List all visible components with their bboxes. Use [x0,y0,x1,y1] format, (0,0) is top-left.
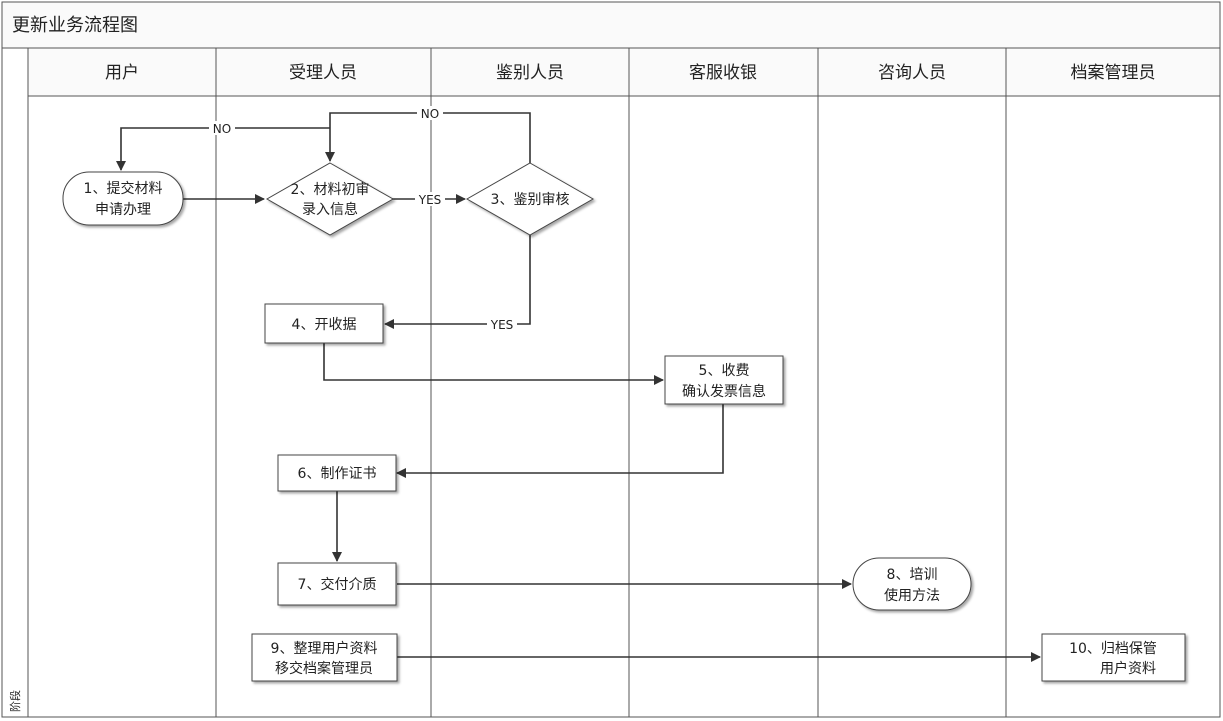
node-shape [277,454,397,492]
node-label-line: 3、鉴别审核 [491,192,570,208]
edge-label-bg [487,317,517,331]
edge-label-bg [209,121,235,135]
node-label-line: 8、培训 [887,567,938,583]
lane-header-user: 用户 [105,63,139,83]
node-make-certificate: 6、制作证书 [277,454,397,492]
lane-header-acceptance: 受理人员 [289,63,357,83]
edge-3-to-4 [384,235,531,329]
node-archive-user-data: 10、归档保管 用户资料 [1041,633,1186,682]
node-identification-review: 3、鉴别审核 [465,162,595,236]
node-label-line: 5、收费 [699,363,750,379]
edge-5-to-6 [396,404,724,478]
node-shape [465,162,595,236]
edge-label-2-to-1: NO [213,122,231,136]
node-shape [1041,633,1186,682]
node-training: 8、培训 使用方法 [852,557,972,611]
node-shape [277,562,397,606]
lane-dividers [215,48,1007,717]
edge-4-to-5 [323,343,664,385]
edge-label-3-to-4: YES [490,318,514,332]
node-shape [852,557,972,611]
node-label-line: 2、材料初审 [291,181,370,198]
node-shape [265,162,395,236]
node-label-line: 申请办理 [95,202,151,218]
node-issue-receipt: 4、开收据 [264,303,384,344]
node-label-line: 7、交付介质 [298,576,377,593]
node-label-line: 确认发票信息 [682,383,766,400]
node-label-line: 使用方法 [884,587,940,604]
lane-header-cashier: 客服收银 [689,63,757,83]
node-label-line: 录入信息 [302,201,358,218]
diagram-title: 更新业务流程图 [12,15,138,36]
node-label-line: 9、整理用户资料 [271,640,378,657]
node-label-line: 移交档案管理员 [275,660,373,677]
node-shape [664,355,784,405]
edge-label-2-to-3: YES [418,193,442,207]
phase-label: 阶段 [8,690,22,712]
node-organize-user-data: 9、整理用户资料 移交档案管理员 [251,633,398,682]
edge-labels: NO NO YES YES [209,106,517,332]
title-bar [1,1,1221,49]
node-label-line: 用户资料 [1100,660,1156,677]
lane-header-consulting: 咨询人员 [878,63,946,83]
lane-header-archive: 档案管理员 [1071,63,1156,83]
node-label-line: 4、开收据 [292,317,357,333]
node-label-line: 6、制作证书 [298,466,377,482]
edge-label-3-to-2: NO [421,107,439,121]
node-deliver-media: 7、交付介质 [277,562,397,606]
node-submit-materials: 1、提交材料 申请办理 [62,171,184,226]
node-label-line: 10、归档保管 [1069,640,1157,657]
node-label-line: 1、提交材料 [84,180,163,197]
lane-header-band [27,47,1221,97]
node-shape [251,633,398,682]
node-shape [62,171,184,226]
node-initial-review: 2、材料初审 录入信息 [265,162,395,236]
lane-header-identification: 鉴别人员 [496,63,564,83]
lane-headers: 用户 受理人员 鉴别人员 客服收银 咨询人员 档案管理员 [105,63,1156,83]
edge-label-bg [415,192,445,206]
node-charge-fee: 5、收费 确认发票信息 [664,355,784,405]
edge-2-to-1 [116,127,330,171]
node-shape [264,303,384,344]
edge-label-bg [417,106,443,120]
nodes: 1、提交材料 申请办理 2、材料初审 录入信息 3、鉴别审核 4、开收据 5、收… [62,162,1186,682]
